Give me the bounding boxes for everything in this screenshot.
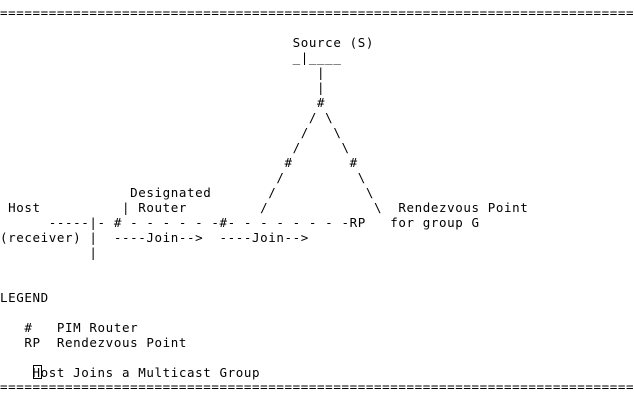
branch-row-2: / \ (0, 125, 342, 140)
text-cursor (32, 365, 42, 379)
designated-label-row: Designated / \ (0, 185, 374, 200)
bottom-rule: ========================================… (0, 379, 634, 394)
top-rule: ========================================… (0, 5, 634, 20)
source-underline: _|____ (0, 50, 342, 65)
join-arrows-row: (receiver) | ----Join--> ----Join--> (0, 230, 309, 245)
branch-row-1: / \ (0, 110, 334, 125)
branch-row-4: / \ (0, 170, 366, 185)
legend-item-rendezvous-point: RP Rendezvous Point (0, 335, 187, 350)
source-link-upper: | (0, 65, 326, 80)
caption: Host Joins a Multicast Group (0, 365, 261, 380)
join-path-row: -----|- # - - - - - -#- - - - - - - -RP … (0, 215, 480, 230)
top-pim-router: # (0, 95, 326, 110)
side-pim-routers: # # (0, 155, 358, 170)
source-label: Source (S) (0, 35, 374, 50)
source-link-lower: | (0, 80, 326, 95)
legend-heading: LEGEND (0, 290, 49, 305)
legend-item-pim-router: # PIM Router (0, 320, 139, 335)
receiver-link-row: | (0, 245, 98, 260)
host-router-rp-labels: Host | Router / \ Rendezvous Point (0, 200, 529, 215)
branch-row-3: / \ (0, 140, 350, 155)
